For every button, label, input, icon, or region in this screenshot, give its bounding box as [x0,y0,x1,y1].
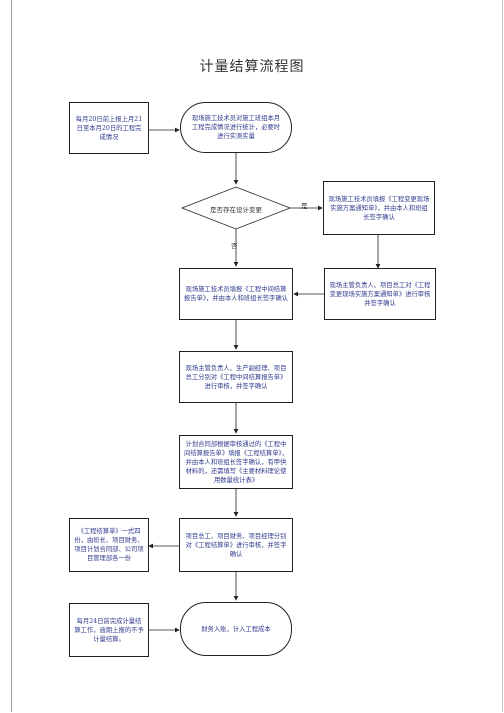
note-top-box: 每月20日前上报上月21日至本月20日的工程完成情况 [69,102,149,154]
contract-dept-box: 计划合同部根据审核通过的《工程中间结算报告单》填报《工程结算单》，并由本人和班组… [179,435,293,489]
page-title: 计量结算流程图 [199,59,305,75]
copies-note-box: 《工程结算单》一式四份，由班长、项目财务、项目计划合同部、公司项目管理部各一份 [69,518,149,572]
supervisor-confirm-box: 现场主管负责人、项目总工对《工程变更现场实施方案通知单》进行审核并签字确认 [324,268,436,320]
no-label: 否 [231,242,238,250]
note-bottom-box: 每月24日前完成计量结算工作，逾期上报的不予计量结算。 [69,603,149,657]
page-border [11,0,503,712]
change-notice-box: 现场施工技术员填报《工程变更现场实施方案通知单》，并由本人和班组长签字确认 [323,181,435,235]
decision-label: 是否存在设计变更 [210,206,262,214]
yes-label: 是 [301,202,308,210]
end-terminal: 财务入账，计入工程成本 [180,602,292,656]
leaders-review-box: 项目总工、项目财务、项目经理分别对《工程结算单》进行审核，并签字确认 [179,518,293,572]
review-box: 现场主管负责人、生产副经理、项目总工分别对《工程中间结算报告单》进行审核，并签字… [179,351,293,403]
fill-report-box: 现场施工技术员填报《工程中间结算报告单》，并由本人和班组长签字确认 [179,268,293,320]
start-terminal: 现场施工技术员对施工班组本月工程完成情况进行统计，必要时进行实测实量 [180,102,292,153]
